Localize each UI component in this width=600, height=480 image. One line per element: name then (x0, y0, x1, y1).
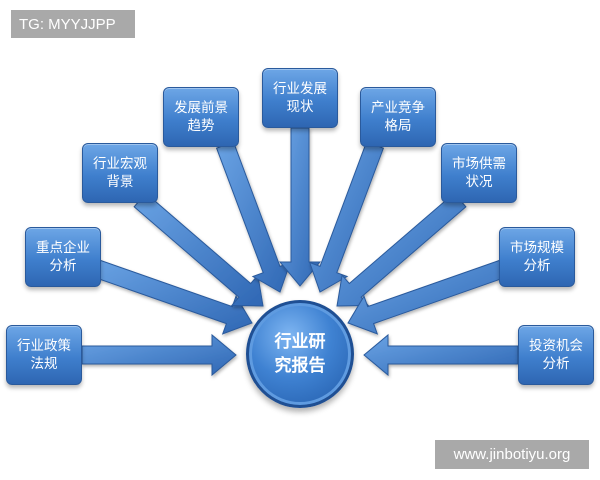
node-key-enterprise: 重点企业分析 (25, 227, 101, 287)
node-macro: 行业宏观背景 (82, 143, 158, 203)
node-label-line2: 趋势 (187, 118, 215, 134)
arrow-market-scale (347, 258, 509, 335)
site-watermark: www.jinbotiyu.org (435, 440, 589, 469)
node-label-line2: 格局 (384, 118, 412, 134)
node-label-line1: 产业竞争 (371, 100, 425, 116)
arrow-policy (81, 333, 237, 377)
node-status: 行业发展现状 (262, 68, 338, 128)
tg-watermark: TG: MYYJJPP (11, 10, 135, 38)
node-label-line1: 重点企业 (36, 240, 90, 256)
node-competition: 产业竞争格局 (360, 87, 436, 147)
node-label-line2: 分析 (542, 356, 570, 372)
node-label-line2: 分析 (49, 258, 77, 274)
node-label-line1: 行业发展 (273, 81, 327, 97)
node-label-line1: 市场供需 (452, 156, 506, 172)
arrow-investment (363, 333, 519, 377)
node-investment: 投资机会分析 (518, 325, 594, 385)
node-label-line1: 行业政策 (17, 338, 71, 354)
arrow-competition (308, 141, 385, 293)
central-topic-circle: 行业研 究报告 (246, 300, 354, 408)
node-label-line2: 现状 (286, 99, 314, 115)
node-label-line2: 状况 (465, 174, 493, 190)
arrow-supply-demand (336, 192, 467, 307)
central-topic-line2: 究报告 (274, 356, 326, 376)
arrow-prospect (215, 141, 292, 293)
node-label-line1: 行业宏观 (93, 156, 147, 172)
node-policy: 行业政策法规 (6, 325, 82, 385)
node-prospect: 发展前景趋势 (163, 87, 239, 147)
node-label-line1: 市场规模 (510, 240, 564, 256)
node-market-scale: 市场规模分析 (499, 227, 575, 287)
arrow-key-enterprise (91, 258, 253, 335)
node-label-line1: 发展前景 (174, 100, 228, 116)
node-label-line2: 背景 (106, 174, 134, 190)
arrow-status (278, 127, 322, 287)
node-supply-demand: 市场供需状况 (441, 143, 517, 203)
node-label-line1: 投资机会 (529, 338, 583, 354)
central-topic-line1: 行业研 (274, 332, 326, 352)
node-label-line2: 法规 (30, 356, 58, 372)
arrow-macro (133, 192, 264, 307)
node-label-line2: 分析 (523, 258, 551, 274)
